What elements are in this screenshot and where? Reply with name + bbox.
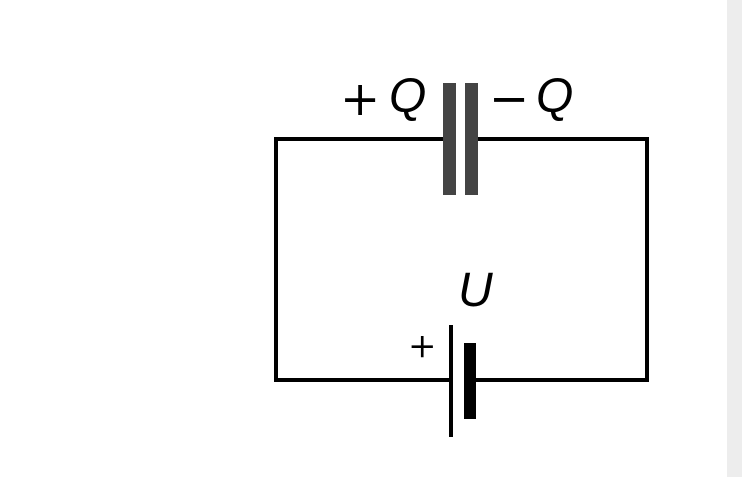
capacitor-plate-negative [465, 83, 478, 195]
side-scrollbar-strip [727, 0, 742, 477]
battery-positive-sign: + [408, 326, 437, 366]
battery-plate-positive [449, 325, 453, 437]
circuit-diagram: + Q − Q U + [274, 70, 649, 437]
battery-plate-negative [464, 343, 476, 419]
capacitor-positive-charge: Q [389, 70, 426, 123]
capacitor-negative-charge: Q [536, 70, 573, 123]
diagram-canvas: + Q − Q U + [274, 70, 649, 437]
wire-right [470, 137, 649, 382]
wire-left [274, 137, 451, 382]
battery-voltage-label: U [458, 264, 493, 317]
capacitor-negative-sign: − [489, 71, 529, 127]
capacitor-plate-positive [443, 83, 456, 195]
capacitor-positive-sign: + [340, 71, 380, 127]
